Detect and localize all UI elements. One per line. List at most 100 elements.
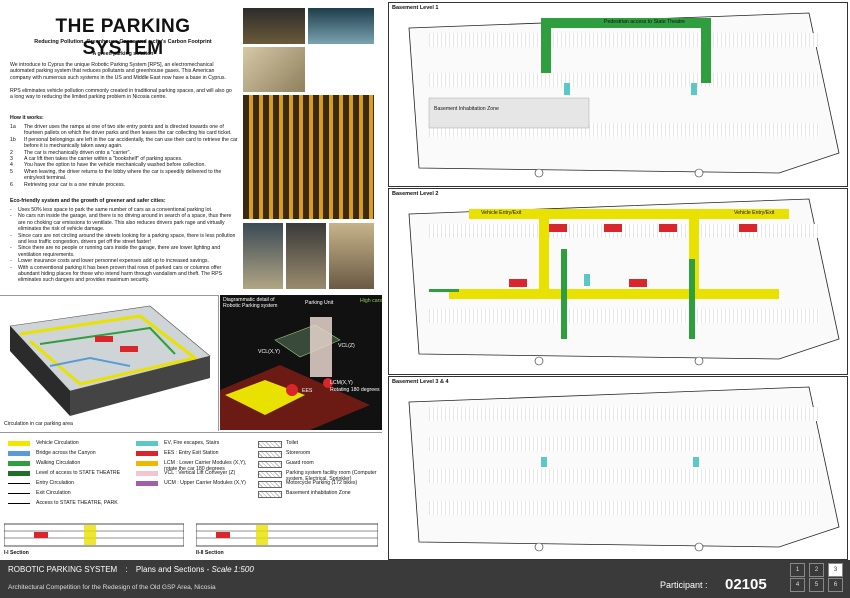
- legend-label: EV, Fire escapes, Stairs: [164, 440, 220, 446]
- legend-item: Guard room: [258, 459, 382, 469]
- bullet-dash-icon: -: [10, 213, 12, 220]
- photo-card-reader: [243, 47, 305, 92]
- legend-swatch: [8, 493, 30, 494]
- how-step-text: If personal belongings are left in the c…: [24, 136, 238, 150]
- vehicle-entry-exit-left: Vehicle Entry/Exit: [481, 210, 522, 216]
- photo-kiosk: [243, 223, 283, 289]
- eco-bullet-item: -Lower insurance costs and lower personn…: [10, 258, 238, 264]
- circulation-caption: Circulation in car parking area: [4, 421, 73, 427]
- eco-bullet-item: -Uses 50% less space to park the same nu…: [10, 207, 238, 213]
- legend-swatch: [136, 451, 158, 456]
- how-heading: How it works:: [10, 115, 44, 121]
- pedestrian-access-label: Pedestrian access to State Theatre: [604, 19, 685, 25]
- legend-label: Basement inhabitation Zone: [286, 490, 351, 496]
- footer-separator: :: [125, 565, 128, 574]
- legend-item: Walking Circulation: [8, 459, 128, 469]
- how-step-text: You have the option to have the vehicle …: [24, 162, 206, 169]
- legend-label: Entry Circulation: [36, 480, 75, 486]
- how-step-text: The car is mechanically driven onto a "c…: [24, 149, 131, 156]
- legend-swatch: [136, 441, 158, 446]
- eco-bullet-item: -With a conventional parking it has been…: [10, 265, 238, 284]
- plan-level-3-4: Basement Level 3 & 4: [388, 376, 848, 560]
- section-2-label: II-II Section: [196, 550, 224, 556]
- parking-unit-label: Parking Unit: [305, 300, 334, 306]
- how-step-item: 5 When leaving, the driver returns to the…: [10, 169, 238, 182]
- legend-label: Level of access to STATE THEATRE: [36, 470, 121, 476]
- legend-swatch: [8, 451, 30, 456]
- page-square-5[interactable]: 5: [809, 578, 824, 592]
- legend-label: VCL : Vertical Lift Conveyer (Z): [164, 470, 236, 476]
- footer-competition: Architectural Competition for the Redesi…: [8, 584, 216, 591]
- plan-level-3-4-label: Basement Level 3 & 4: [392, 379, 449, 385]
- vcl-xy-label: VCL(X,Y): [258, 349, 280, 355]
- eco-bullet-text: Since there are no people or running car…: [18, 245, 221, 258]
- eco-bullet-item: -No cars run inside the garage, and ther…: [10, 213, 238, 232]
- how-step-number: 2: [10, 149, 13, 156]
- legend-label: UCM : Upper Carrier Modules (X,Y): [164, 480, 246, 486]
- legend-label: Exit Circulation: [36, 490, 71, 496]
- legend-item: EES : Entry Exit Station: [136, 449, 256, 459]
- how-step-number: 3: [10, 156, 13, 163]
- legend-label: Guard room: [286, 460, 314, 466]
- legend-label: Vehicle Circulation: [36, 440, 79, 446]
- legend-item: UCM : Upper Carrier Modules (X,Y): [136, 479, 256, 489]
- plan-level-1-label: Basement Level 1: [392, 5, 439, 11]
- vehicle-entry-exit-right: Vehicle Entry/Exit: [734, 210, 775, 216]
- eco-bullet-text: No cars run inside the garage, and there…: [18, 213, 232, 233]
- circulation-3d-drawing: [9, 305, 211, 416]
- section-2-drawing: [196, 523, 378, 547]
- how-step-number: 1a: [10, 124, 16, 130]
- legend-swatch: [8, 503, 30, 504]
- how-step-number: 5: [10, 168, 13, 175]
- plan-level-2-label: Basement Level 2: [392, 191, 439, 197]
- how-step-number: 1b: [10, 136, 16, 143]
- legend-swatch: [258, 481, 282, 488]
- plan-level-2-drawing: [408, 198, 840, 366]
- footer-title-line: ROBOTIC PARKING SYSTEM : Plans and Secti…: [8, 565, 254, 574]
- bullet-dash-icon: -: [10, 207, 12, 213]
- eco-bullet-text: Since cars are not circling around the s…: [18, 232, 236, 246]
- legend-item: VCL : Vertical Lift Conveyer (Z): [136, 469, 256, 479]
- footer-scale: Scale 1:500: [211, 565, 254, 574]
- bullet-dash-icon: -: [10, 258, 12, 265]
- robotic-detail-drawing: [220, 317, 370, 430]
- section-1-drawing: [4, 523, 184, 547]
- page-square-6[interactable]: 6: [828, 578, 843, 592]
- page-square-4[interactable]: 4: [790, 578, 805, 592]
- page-subtitle: Reducing Pollution, Greenhouse Gases and…: [34, 39, 212, 45]
- legend-swatch: [258, 461, 282, 468]
- section-1-label: I-I Section: [4, 550, 29, 556]
- legend-label: Toilet: [286, 440, 299, 446]
- legend-label: EES : Entry Exit Station: [164, 450, 219, 456]
- photo-car-entry: [243, 8, 305, 44]
- legend-item: Exit Circulation: [8, 489, 128, 499]
- how-step-text: When leaving, the driver returns to the …: [24, 168, 222, 182]
- legend-label: Access to STATE THEATRE, PARK: [36, 500, 118, 506]
- how-step-item: 1b If personal belongings are left in the…: [10, 137, 238, 150]
- plan-level-2: Basement Level 2 Vehicle Entry/Exit Vehi…: [388, 188, 848, 375]
- page-square-1[interactable]: 1: [790, 563, 805, 577]
- plan-level-1: Basement Level 1 Pedestrian access to St…: [388, 2, 848, 187]
- legend-item: Access to STATE THEATRE, PARK: [8, 499, 128, 509]
- legend-item: Toilet: [258, 439, 382, 449]
- footer-plans-sections: Plans and Sections -: [135, 565, 212, 574]
- inhabitation-zone-label: Basement Inhabitation Zone: [434, 106, 499, 112]
- legend-swatch: [258, 491, 282, 498]
- legend-swatch: [136, 471, 158, 476]
- legend-item: Vehicle Circulation: [8, 439, 128, 449]
- vcl-z-label: VCL(Z): [338, 343, 355, 349]
- detail-title: Diagrammatic detail of Robotic Parking s…: [223, 297, 278, 310]
- eco-bullet-text: With a conventional parking it has been …: [18, 264, 223, 284]
- eco-bullet-text: Uses 50% less space to park the same num…: [18, 207, 213, 213]
- page-square-3[interactable]: 3: [828, 563, 843, 577]
- page-square-2[interactable]: 2: [809, 563, 824, 577]
- legend-swatch: [136, 481, 158, 486]
- legend-swatch: [136, 461, 158, 466]
- plan-level-3-4-drawing: [408, 386, 840, 552]
